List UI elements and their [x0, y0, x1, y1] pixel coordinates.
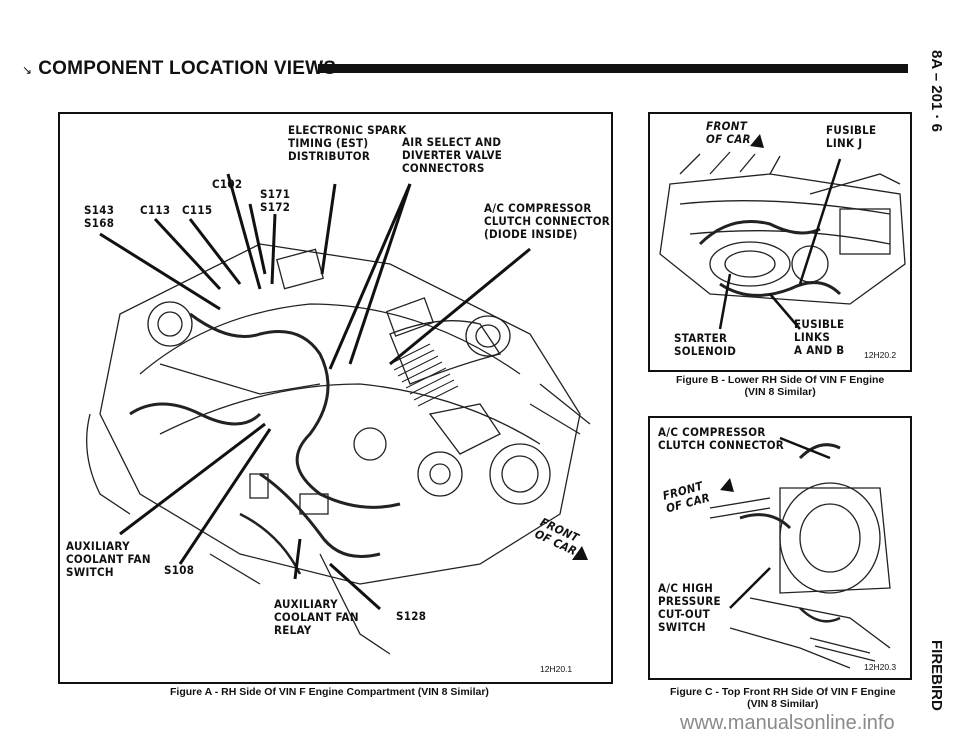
figure-a-code: 12H20.1 — [540, 664, 573, 674]
label-s143-s168: S143 S168 — [84, 203, 115, 230]
watermark: www.manualsonline.info — [680, 712, 895, 734]
label-fusible-links-ab: FUSIBLE LINKS A AND B — [794, 317, 845, 357]
label-starter-solenoid: STARTER SOLENOID — [674, 331, 737, 358]
label-aux-fan-relay: AUXILIARY COOLANT FAN RELAY — [274, 597, 359, 637]
starter-illustration — [659, 134, 906, 330]
page-title: ↘COMPONENT LOCATION VIEWS — [22, 58, 337, 79]
title-rule — [318, 64, 908, 73]
section-number: 8A – 201 · 6 — [928, 50, 945, 132]
label-fusible-link-j: FUSIBLE LINK J — [826, 123, 877, 150]
label-c115: C115 — [182, 203, 213, 217]
label-est-distributor: ELECTRONIC SPARK TIMING (EST) DISTRIBUTO… — [288, 123, 407, 163]
figure-b-code: 12H20.2 — [864, 350, 897, 360]
label-ac-compressor-clutch: A/C COMPRESSOR CLUTCH CONNECTOR (DIODE I… — [484, 201, 611, 241]
figure-c-code: 12H20.3 — [864, 662, 897, 672]
label-ac-high-pressure: A/C HIGH PRESSURE CUT-OUT SWITCH — [658, 581, 721, 634]
ac-compressor-illustration — [709, 436, 891, 669]
figure-a-frame: ELECTRONIC SPARK TIMING (EST) DISTRIBUTO… — [58, 112, 613, 684]
model-name: FIREBIRD — [928, 640, 945, 711]
label-air-select: AIR SELECT AND DIVERTER VALVE CONNECTORS — [402, 135, 503, 175]
figure-c-frame: A/C COMPRESSOR CLUTCH CONNECTOR FRONT OF… — [648, 416, 912, 680]
label-aux-fan-switch: AUXILIARY COOLANT FAN SWITCH — [66, 539, 151, 579]
label-s171-s172: S171 S172 — [260, 187, 291, 214]
figure-c-caption: Figure C - Top Front RH Side Of VIN F En… — [670, 686, 896, 710]
figure-b-caption: Figure B - Lower RH Side Of VIN F Engine… — [676, 374, 885, 398]
figure-a-caption: Figure A - RH Side Of VIN F Engine Compa… — [170, 686, 489, 698]
label-front-of-car: FRONT OF CAR — [706, 119, 751, 146]
label-s108: S108 — [164, 563, 195, 577]
arrow-icon: ↘ — [22, 63, 33, 77]
label-s128: S128 — [396, 609, 427, 623]
label-ac-compressor-clutch: A/C COMPRESSOR CLUTCH CONNECTOR — [658, 425, 785, 452]
label-c102: C102 — [212, 177, 243, 191]
figure-b-frame: FRONT OF CAR FUSIBLE LINK J STARTER SOLE… — [648, 112, 912, 372]
engine-compartment-illustration — [86, 173, 591, 655]
label-c113: C113 — [140, 203, 171, 217]
